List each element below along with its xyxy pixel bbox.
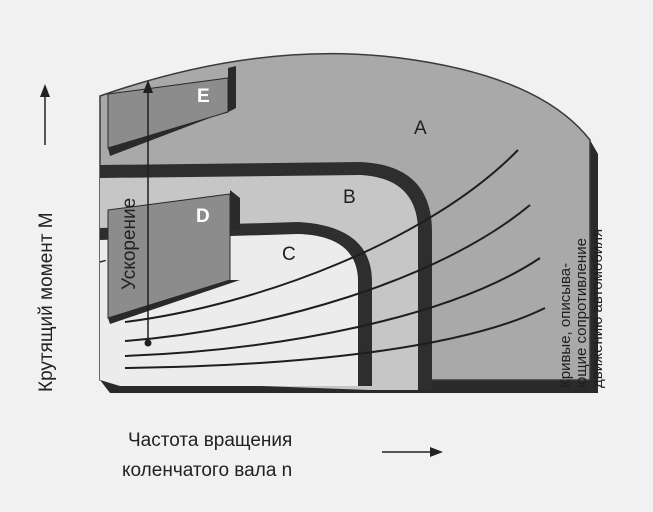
resistance-curve-3: [124, 257, 541, 357]
plate-e-bottom-edge: [108, 108, 236, 156]
acceleration-label: Ускорение: [119, 198, 140, 290]
plate-d-edge: [230, 190, 240, 230]
zone-a-label: A: [414, 118, 427, 139]
zone-d-label: D: [196, 206, 210, 227]
base-slab-right-side: [590, 140, 598, 393]
x-axis-arrow-head: [430, 447, 443, 457]
acceleration-start-point: [144, 339, 152, 347]
plate-d-bottom-edge: [108, 280, 240, 324]
plate-e-edge: [228, 66, 236, 112]
y-axis-label: Крутящий момент M: [36, 212, 57, 392]
resistance-curve-2: [124, 204, 531, 342]
resistance-label-line-1: Кривые, описыва-: [557, 263, 574, 388]
resistance-curve-4: [124, 307, 546, 369]
zone-c-label: C: [282, 244, 296, 265]
zone-b-label: B: [343, 187, 356, 208]
resistance-curve-1: [124, 149, 519, 323]
y-axis-arrow-head: [40, 84, 50, 97]
zone-e-label: E: [197, 86, 210, 107]
x-axis-label-line-1: Частота вращения: [128, 430, 292, 451]
x-axis-label-line-2: коленчатого вала n: [122, 460, 292, 481]
resistance-label-line-3: движению автомобиля: [589, 229, 606, 388]
acceleration-arrow-head: [143, 80, 153, 93]
resistance-label-line-2: ющие сопротивление: [573, 238, 590, 388]
